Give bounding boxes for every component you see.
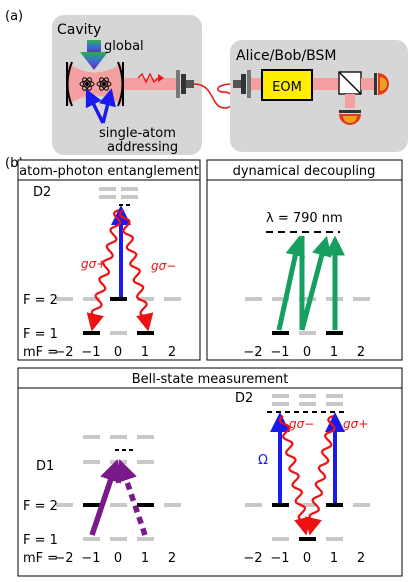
bsm-g-sigma-plus-label: gσ+ xyxy=(343,417,368,431)
global-label: global xyxy=(104,39,144,54)
raman-up-mid xyxy=(299,235,332,331)
omega-label: Ω xyxy=(258,453,268,468)
detector-icon-right xyxy=(374,73,389,95)
mf-value: 0 xyxy=(114,551,122,566)
bsm-left-levels xyxy=(56,435,181,541)
photon-wave xyxy=(137,72,159,84)
addressing-beam-right xyxy=(98,88,116,124)
mf-value: 1 xyxy=(330,551,338,566)
bsm-title: Bell-state measurement xyxy=(132,372,289,387)
mf-value: 1 xyxy=(141,551,149,566)
g-sigma-plus-label: gσ+ xyxy=(81,257,106,271)
decoupling-title: dynamical decoupling xyxy=(233,164,376,179)
transmitted-beam xyxy=(361,78,375,90)
g-sigma-minus-label: gσ− xyxy=(151,259,176,273)
addressing-label-1: single-atom xyxy=(99,126,176,141)
mf-value: −1 xyxy=(270,551,289,566)
bsm-d1-label: D1 xyxy=(36,459,54,474)
mf-value: −1 xyxy=(270,345,289,360)
mf-value: −1 xyxy=(81,345,100,360)
panel-a-label: (a) xyxy=(5,9,23,24)
purple-solid-up xyxy=(89,459,122,536)
mirror-left-edge xyxy=(66,62,68,106)
mf-value: 0 xyxy=(303,551,311,566)
mf-value: −2 xyxy=(54,551,73,566)
eom-box xyxy=(261,69,313,101)
lambda-label: λ = 790 nm xyxy=(266,211,343,226)
photon-arrowhead xyxy=(158,74,164,82)
mirror-right-edge xyxy=(122,62,124,106)
beam-splitter-diagonal xyxy=(338,71,362,95)
decoupling-mf-values: −2 −1 0 1 2 xyxy=(243,345,365,360)
bsm-mf-label: mF = xyxy=(23,551,58,566)
bsm-box xyxy=(17,367,403,577)
emission-sigma-plus xyxy=(86,208,122,332)
bsm-mf-values-left: −2 −1 0 1 2 xyxy=(54,551,176,566)
mf-value: 2 xyxy=(357,345,365,360)
mf-value: −2 xyxy=(243,551,262,566)
mf-value: 0 xyxy=(114,345,122,360)
mf-value: −2 xyxy=(243,345,262,360)
entanglement-title: atom-photon entanglement xyxy=(19,164,199,179)
bsm-f1-label: F = 1 xyxy=(23,533,58,548)
station-box xyxy=(230,40,408,152)
entanglement-f1-label: F = 1 xyxy=(23,327,58,342)
mf-value: 2 xyxy=(168,345,176,360)
addressing-label-2: addressing xyxy=(107,140,178,155)
detector-icon-bottom xyxy=(339,110,361,125)
mf-value: −1 xyxy=(81,551,100,566)
mf-value: 1 xyxy=(330,345,338,360)
mf-value: 2 xyxy=(357,551,365,566)
addressing-beam-left xyxy=(85,88,105,124)
atom-icon-left xyxy=(79,77,95,91)
entanglement-mf-values: −2 −1 0 1 2 xyxy=(54,345,176,360)
entanglement-mf-label: mF = xyxy=(23,345,58,360)
bsm-g-sigma-minus-label: gσ− xyxy=(289,417,314,431)
mf-value: 2 xyxy=(168,551,176,566)
station-title: Alice/Bob/BSM xyxy=(236,48,336,64)
eom-label: EOM xyxy=(272,80,302,95)
mf-value: −2 xyxy=(54,345,73,360)
fiber-coupler-out xyxy=(176,70,194,98)
mf-value: 0 xyxy=(303,345,311,360)
reflected-beam xyxy=(345,94,355,108)
global-beam xyxy=(87,40,101,54)
cavity-title: Cavity xyxy=(57,22,101,38)
fiber-coupler-in xyxy=(233,70,251,98)
bsm-mf-values-right: −2 −1 0 1 2 xyxy=(243,551,365,566)
bsm-d2-label: D2 xyxy=(235,391,253,406)
mf-value: 1 xyxy=(141,345,149,360)
emission-bsm-sigma-plus xyxy=(304,414,336,536)
bsm-f2-label: F = 2 xyxy=(23,499,58,514)
entanglement-f2-label: F = 2 xyxy=(23,293,58,308)
emission-sigma-minus xyxy=(118,209,154,332)
global-beam-head xyxy=(80,52,108,70)
emission-bsm-sigma-minus xyxy=(278,415,312,536)
entanglement-d2-label: D2 xyxy=(33,185,51,200)
raman-up-left xyxy=(276,235,306,331)
cavity-output-beam xyxy=(122,78,177,90)
